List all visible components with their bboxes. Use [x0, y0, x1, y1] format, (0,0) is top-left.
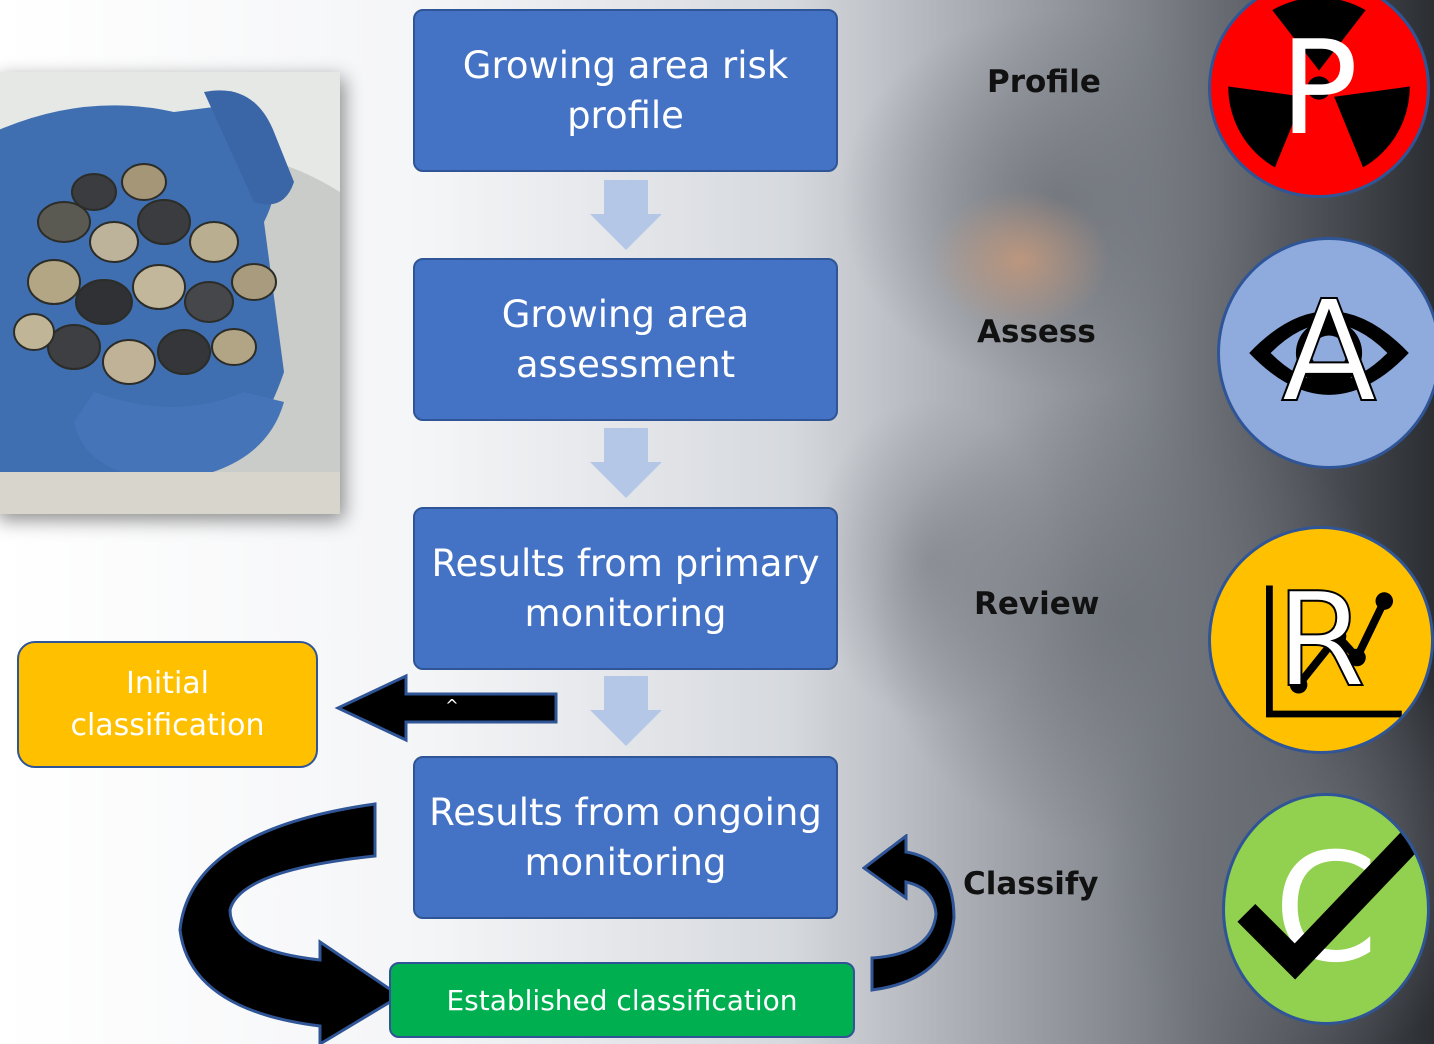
left-arrow	[334, 673, 558, 743]
radiation-icon	[1228, 0, 1410, 168]
down-arrow-3	[590, 676, 662, 746]
review-letter: R	[1275, 564, 1367, 716]
down-arrow-1	[590, 180, 662, 250]
stage-label-classify: Classify	[963, 866, 1099, 902]
stage-label-assess: Assess	[977, 314, 1096, 350]
step-risk-profile: Growing area risk profile	[413, 9, 838, 172]
eye-icon	[1249, 311, 1409, 395]
assess-badge: A	[1217, 237, 1434, 469]
profile-letter: P	[1279, 12, 1359, 164]
curved-arrow-right	[862, 834, 956, 992]
established-classification-box: Established classification	[389, 962, 855, 1038]
stage-label-profile: Profile	[987, 64, 1101, 100]
initial-classification-box: Initial classification	[17, 641, 318, 768]
profile-badge: P	[1208, 0, 1430, 198]
down-arrow-2	[590, 428, 662, 498]
line-chart-icon	[1266, 585, 1402, 718]
step-assessment: Growing area assessment	[413, 258, 838, 421]
review-badge: R	[1208, 526, 1434, 754]
step-ongoing-monitoring: Results from ongoing monitoring	[413, 756, 838, 919]
arrow-caret: ^	[445, 696, 459, 715]
assess-letter: A	[1280, 271, 1378, 434]
checkmark-icon	[1237, 826, 1425, 980]
shellfish-photo	[0, 72, 340, 514]
step-primary-monitoring: Results from primary monitoring	[413, 507, 838, 670]
stage-label-review: Review	[974, 586, 1100, 622]
classify-badge: C	[1222, 793, 1430, 1025]
curved-arrow-left	[178, 802, 400, 1044]
